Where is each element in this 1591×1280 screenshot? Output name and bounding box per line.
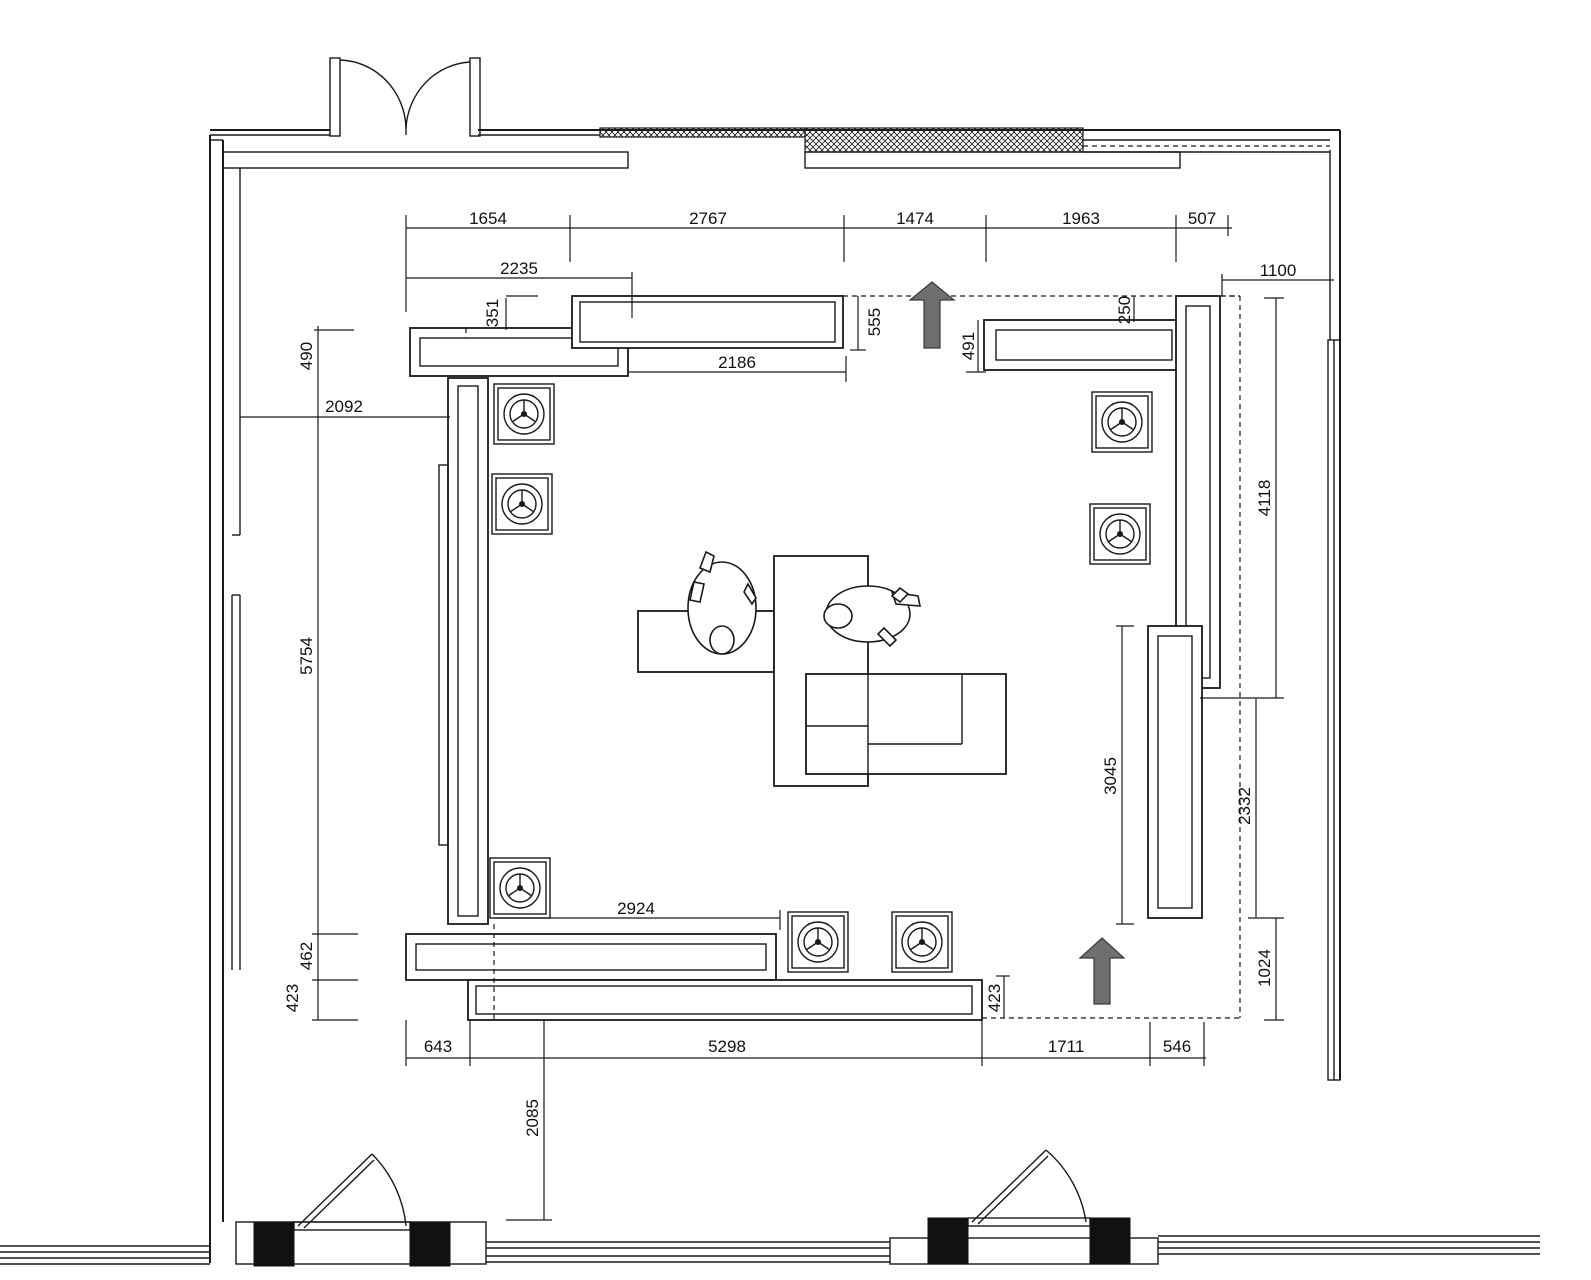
showcase-bottom-1	[787, 911, 849, 973]
person-left-figure	[687, 550, 757, 655]
dim-right-inner-run: 3045	[1101, 757, 1120, 795]
showcase-left-2	[491, 473, 553, 535]
dim-top-1: 1654	[469, 209, 507, 228]
entry-arrow-bottom	[1078, 937, 1126, 1005]
dim-bottom-right-depth: 423	[985, 984, 1004, 1012]
dim-right-upper-run: 4118	[1255, 480, 1274, 517]
dim-bottom-2: 5298	[708, 1037, 746, 1056]
bottom-left-entrance-door[interactable]	[293, 1153, 411, 1231]
dim-bottom-counter-depth-a: 462	[297, 942, 316, 970]
entry-arrow-top	[908, 281, 956, 349]
showcase-right-1	[1091, 391, 1153, 453]
showcase-left-3	[489, 857, 551, 919]
dim-top-2: 2767	[689, 209, 727, 228]
exterior-walls	[0, 127, 1540, 1267]
dim-top-3: 1474	[896, 209, 934, 228]
dim-top-right-offset: 250	[1115, 296, 1134, 324]
dim-top-right-clearance: 1100	[1260, 261, 1297, 280]
person-right-figure	[823, 585, 921, 648]
dim-bottom-counter-depth-b: 423	[283, 984, 302, 1012]
dim-bottom-3: 1711	[1048, 1037, 1085, 1056]
dim-bottom-1: 643	[424, 1037, 452, 1056]
central-reception-desk	[637, 555, 1007, 787]
dim-left-run: 5754	[297, 637, 316, 675]
showcase-right-2	[1089, 503, 1151, 565]
dim-top-right-counter-depth: 491	[959, 332, 978, 360]
dim-top-middle-counter-length: 2186	[718, 353, 756, 372]
showcase-left-1	[493, 383, 555, 445]
dim-right-bottom-run: 1024	[1255, 949, 1274, 987]
showcase-bottom-2	[891, 911, 953, 973]
dimension-lines	[240, 215, 1334, 1221]
dim-left-aisle: 2092	[325, 397, 363, 416]
dim-bottom-4: 546	[1163, 1037, 1191, 1056]
dimension-labels: 1654 2767 1474 1963 507 2235 1100 351 55…	[283, 209, 1296, 1137]
dim-top-gap: 555	[865, 308, 884, 336]
dim-top-left-counter-length: 2235	[500, 259, 538, 278]
dim-top-left-offset: 351	[483, 299, 502, 327]
dim-right-lower-run: 2332	[1235, 787, 1254, 825]
dim-entrance-depth: 2085	[523, 1099, 542, 1137]
dim-top-4: 1963	[1062, 209, 1100, 228]
bottom-right-entrance-door[interactable]	[967, 1149, 1091, 1227]
counters	[405, 295, 1241, 1021]
dim-top-5: 507	[1188, 209, 1216, 228]
dim-left-counter-depth: 490	[297, 342, 316, 370]
dim-bottom-counter-length: 2924	[617, 899, 655, 918]
top-double-door[interactable]	[329, 57, 481, 137]
